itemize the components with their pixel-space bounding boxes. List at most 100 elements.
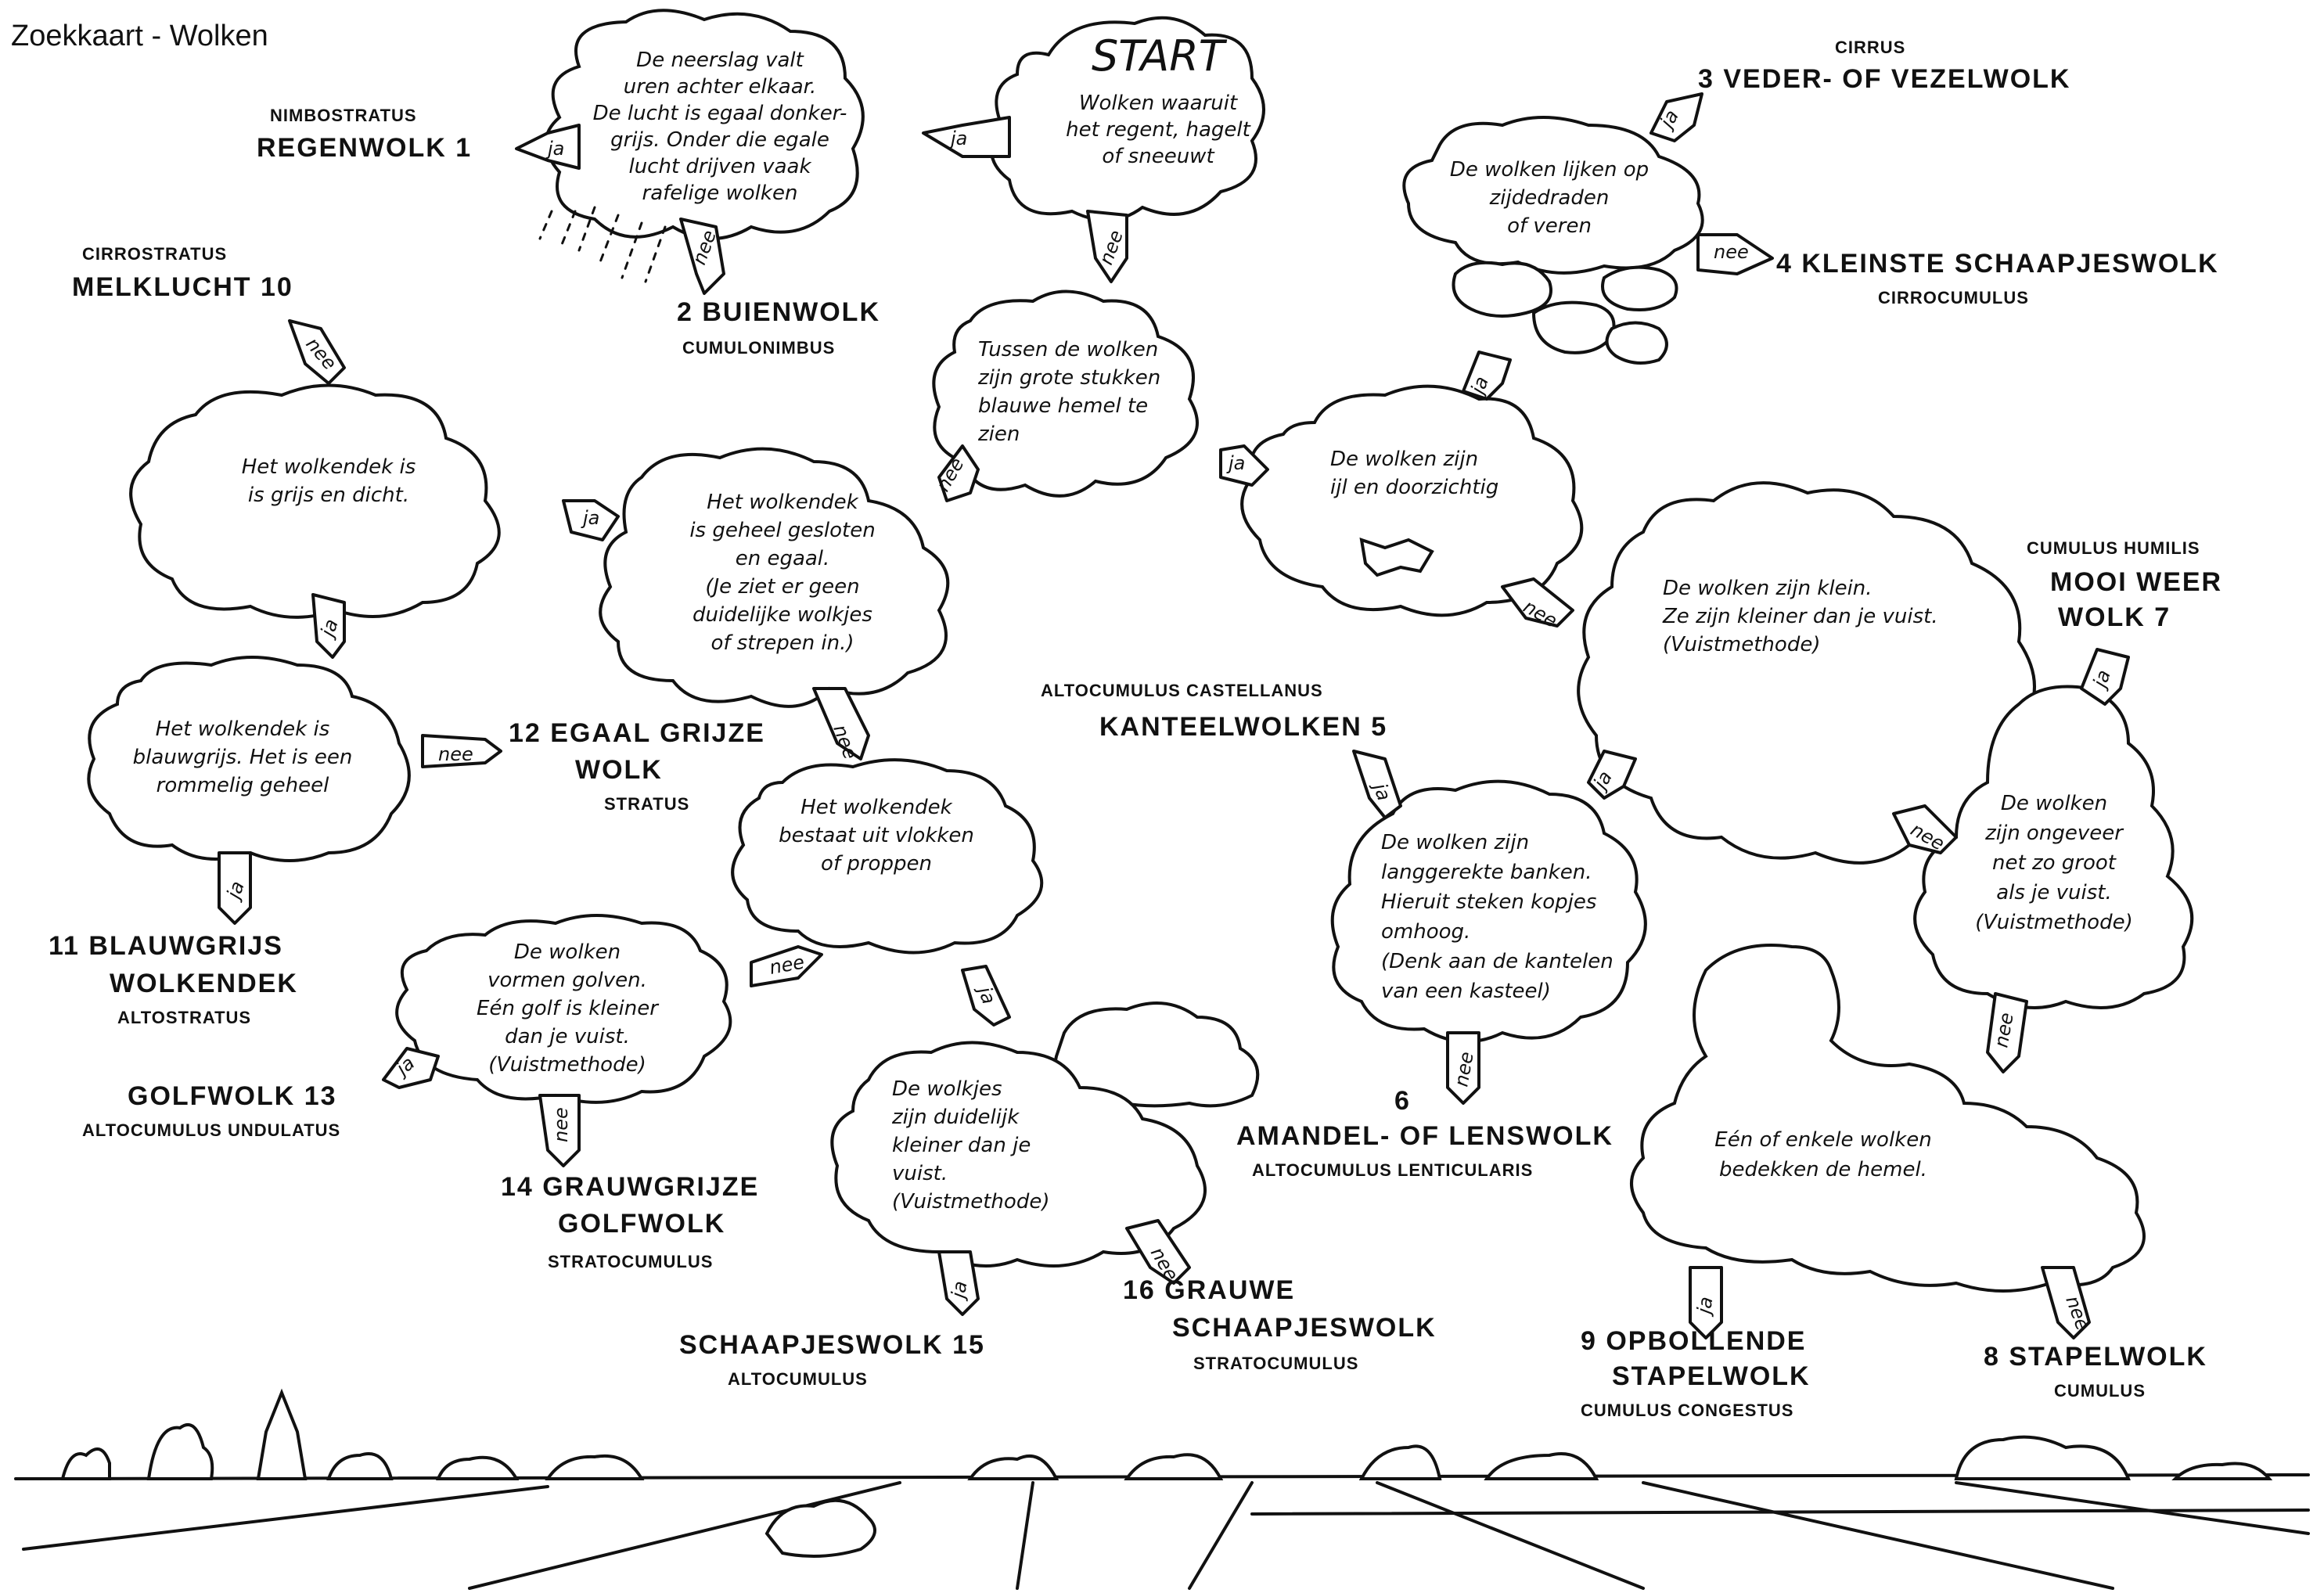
arrow-q-start-to-r1: ja <box>515 124 581 170</box>
question-line: vormen golven. <box>487 969 647 992</box>
svg-text:ja: ja <box>1226 452 1245 474</box>
question-line: Wolken waaruit <box>1079 92 1238 115</box>
question-line: Het wolkendek is <box>156 717 330 741</box>
question-line: De wolkjes <box>892 1077 1002 1101</box>
r2-name: 2 BUIENWOLK <box>677 297 880 327</box>
question-line: duidelijke wolkjes <box>693 603 872 627</box>
arrow-start-to-gaps: nee <box>1086 210 1128 283</box>
question-line: uren achter elkaar. <box>624 75 816 99</box>
question-line: Het wolkendek <box>800 796 952 819</box>
r7-name1: MOOI WEER <box>2050 567 2222 597</box>
arrow-few-to-r9: ja <box>1689 1266 1723 1339</box>
arrow-grey-to-bluegrey: ja <box>311 593 346 659</box>
question-silk-cloud <box>1402 116 1704 365</box>
r5-name: KANTEELWOLKEN 5 <box>1099 712 1387 742</box>
question-line: net zo groot <box>1992 851 2117 875</box>
question-line: is grijs en dicht. <box>248 484 409 507</box>
question-line: of strepen in.) <box>711 631 854 655</box>
question-line: Eén golf is kleiner <box>477 997 660 1020</box>
q-smallfist-text: De wolkjes zijn duidelijk kleiner dan je vu… <box>891 1077 1049 1214</box>
question-line: Eén of enkele wolken <box>1714 1128 1931 1152</box>
question-bluegrey-cloud <box>87 656 411 862</box>
question-line: zien <box>977 423 1020 446</box>
question-line: zijdedraden <box>1489 186 1610 210</box>
arrow-thin-to-silk: ja <box>1462 351 1512 401</box>
question-waves-cloud <box>395 914 732 1104</box>
question-line: ijl en doorzichtig <box>1330 476 1498 499</box>
question-line: vuist. <box>892 1162 948 1185</box>
arrow-silk-to-r4: nee <box>1696 233 1774 275</box>
question-line: kleiner dan je <box>892 1134 1031 1157</box>
r15-name: SCHAAPJESWOLK 15 <box>679 1330 985 1360</box>
question-small-fist-cloud <box>830 1001 1260 1268</box>
question-line: zijn grote stukken <box>977 366 1160 390</box>
svg-text:ja: ja <box>948 128 967 149</box>
question-line: zijn duidelijk <box>891 1106 1020 1129</box>
question-line: Ze zijn kleiner dan je vuist. <box>1662 605 1938 628</box>
arrow-banks-to-r6: nee <box>1446 1031 1480 1105</box>
arrow-gaps-to-thin: ja <box>1219 444 1269 487</box>
question-line: De neerslag valt <box>636 49 804 72</box>
arrow-fistsize-to-few: nee <box>1986 992 2028 1073</box>
r3-latin: CIRRUS <box>1835 38 1905 57</box>
svg-text:ja: ja <box>581 507 599 529</box>
question-closed-cloud <box>599 447 950 708</box>
question-line: zijn ongeveer <box>1984 822 2124 845</box>
question-line: De lucht is egaal donker- <box>593 102 847 125</box>
question-line: Het wolkendek is <box>242 455 416 479</box>
trees-icon <box>60 1388 2273 1558</box>
question-line: langgerekte banken. <box>1381 861 1592 884</box>
question-line: rafelige wolken <box>642 182 798 205</box>
question-gaps-cloud <box>932 289 1199 498</box>
r13-name: GOLFWOLK 13 <box>128 1081 337 1111</box>
question-thin-cloud <box>1240 384 1584 617</box>
r6-num: 6 <box>1394 1086 1411 1116</box>
question-line: lucht drijven vaak <box>628 155 811 178</box>
arrow-silk-to-r3: ja <box>1649 92 1703 142</box>
question-line: of veren <box>1507 214 1592 238</box>
question-line: De wolken zijn <box>1381 831 1529 854</box>
question-line: bestaat uit vlokken <box>779 824 974 847</box>
arrow-small-to-fistsize: nee <box>1892 804 1958 855</box>
arrow-fistsize-to-r7: ja <box>2080 648 2130 706</box>
question-line: grijs. Onder die egale <box>610 128 829 152</box>
r14-latin: STRATOCUMULUS <box>548 1252 713 1271</box>
question-line: bedekken de hemel. <box>1719 1158 1927 1181</box>
arrow-smallfist-to-r16: nee <box>1125 1219 1191 1285</box>
r12-name1: 12 EGAAL GRIJZE <box>509 718 765 748</box>
r7-latin: CUMULUS HUMILIS <box>2027 538 2200 558</box>
question-line: of sneeuwt <box>1102 145 1214 168</box>
q-grey-text: Het wolkendek is is grijs en dicht. <box>242 455 416 507</box>
arrow-closed-to-grey: ja <box>562 499 620 541</box>
arrow-bluegrey-to-r11: ja <box>218 851 252 925</box>
arrow-smallfist-to-r15: ja <box>937 1250 980 1316</box>
arrow-banks-to-r5: ja <box>1352 750 1402 819</box>
question-line: (Je ziet er geen <box>705 575 859 599</box>
r5-latin: ALTOCUMULUS CASTELLANUS <box>1041 681 1323 700</box>
question-line: (Vuistmethode) <box>1975 911 2132 934</box>
arrow-small-to-banks: ja <box>1587 750 1637 800</box>
arrow-bluegrey-to-r12: nee <box>421 734 502 768</box>
question-line: De wolken <box>2001 792 2107 815</box>
r2-latin: CUMULONIMBUS <box>682 338 835 358</box>
question-line: en egaal. <box>736 547 830 570</box>
r11-name2: WOLKENDEK <box>110 969 298 998</box>
r12-name2: WOLK <box>575 755 663 785</box>
question-line: omhoog. <box>1381 920 1470 944</box>
question-few-cloud <box>1630 944 2146 1293</box>
rain-streaks-icon <box>538 206 667 283</box>
r8-latin: CUMULUS <box>2054 1381 2146 1401</box>
question-flakes-cloud <box>731 758 1044 955</box>
r9-latin: CUMULUS CONGESTUS <box>1581 1401 1793 1420</box>
question-line: is geheel gesloten <box>689 519 875 542</box>
r15-latin: ALTOCUMULUS <box>728 1369 868 1389</box>
